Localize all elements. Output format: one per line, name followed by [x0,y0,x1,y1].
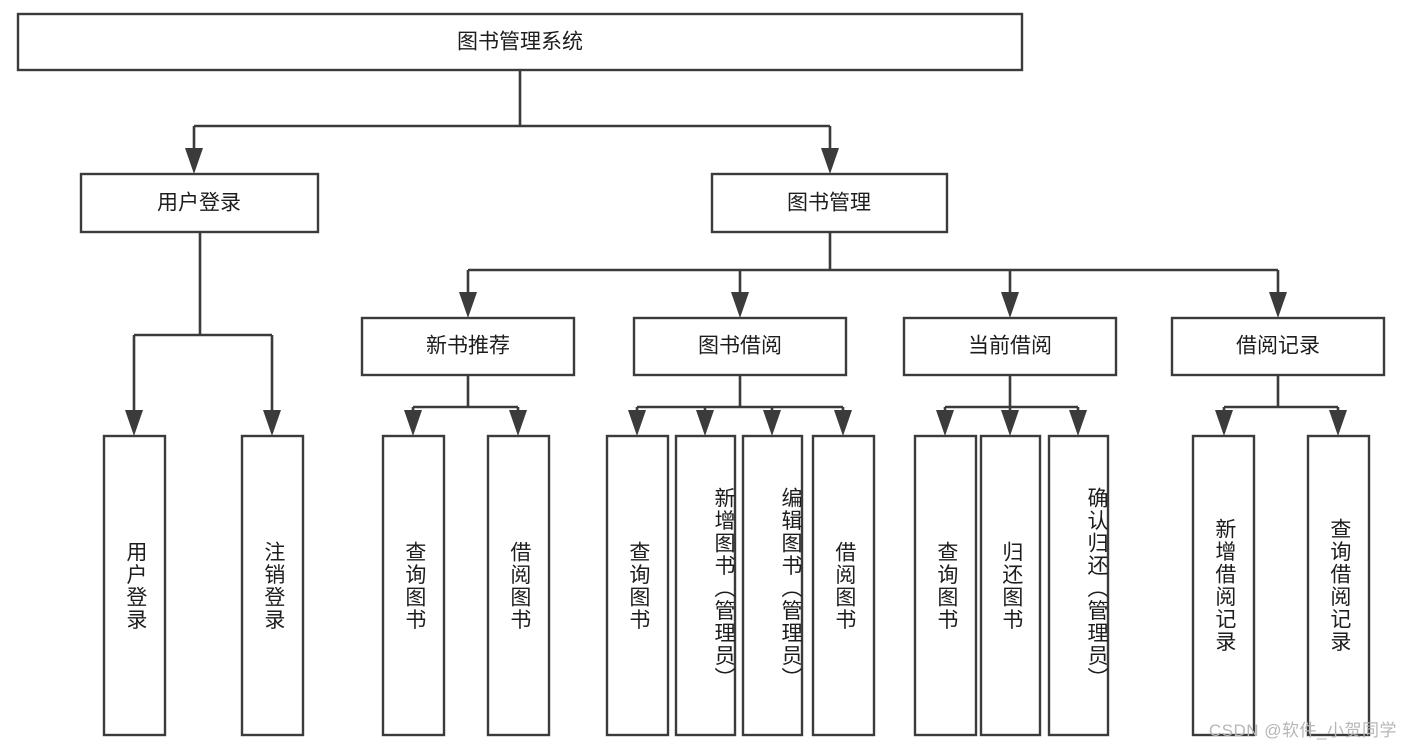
node-box-leaf-add-book[interactable] [674,434,737,737]
node-box-leaf-return-book[interactable] [979,434,1042,737]
horizontal-labels-layer: 图书管理系统 用户登录 图书管理 新书推荐 图书借阅 当前借阅 借阅记录 [157,31,1320,358]
arrow-to-leaf-borrow-book-2 [834,410,852,436]
arrow-to-leaf-add-book [696,410,714,436]
node-label-book-borrow: 图书借阅 [698,335,782,358]
arrow-to-new-book-rec [459,292,477,318]
arrow-to-leaf-query-book-2 [628,410,646,436]
node-label-book-admin: 图书管理 [787,192,871,215]
node-box-user-login[interactable] [79,172,320,234]
nodes-layer [16,12,1386,737]
arrow-to-leaf-return-book [1001,410,1019,436]
node-box-book-admin[interactable] [710,172,949,234]
arrow-to-current-borrow [1001,292,1019,318]
node-box-leaf-user-logout[interactable] [240,434,305,737]
node-box-borrow-record[interactable] [1170,316,1386,377]
arrow-to-leaf-borrow-book-1 [509,410,527,436]
node-label-current-borrow: 当前借阅 [968,335,1052,358]
arrow-to-leaf-user-login [125,410,143,436]
arrow-to-book-admin [821,148,839,174]
node-box-leaf-query-book-1[interactable] [381,434,446,737]
node-box-leaf-add-record[interactable] [1191,434,1256,737]
node-label-new-book-rec: 新书推荐 [426,335,510,358]
arrow-to-leaf-edit-book [763,410,781,436]
arrow-to-leaf-user-logout [263,410,281,436]
arrow-to-user-login [185,148,203,174]
arrow-to-borrow-record [1269,292,1287,318]
node-box-current-borrow[interactable] [902,316,1118,377]
node-box-book-borrow[interactable] [632,316,848,377]
node-box-leaf-borrow-book-1[interactable] [486,434,551,737]
node-box-leaf-edit-book[interactable] [741,434,804,737]
arrow-to-leaf-confirm-return [1069,410,1087,436]
node-box-leaf-user-login[interactable] [102,434,167,737]
node-box-leaf-confirm-return[interactable] [1047,434,1110,737]
arrow-to-leaf-query-book-1 [404,410,422,436]
arrow-to-leaf-query-book-3 [936,410,954,436]
node-label-borrow-record: 借阅记录 [1236,335,1320,358]
arrow-to-leaf-add-record [1215,410,1233,436]
watermark-text: CSDN @软件_小贺同学 [1208,721,1397,740]
node-box-leaf-query-book-3[interactable] [913,434,978,737]
node-box-root[interactable] [16,12,1024,72]
node-label-root: 图书管理系统 [457,31,583,54]
node-box-new-book-rec[interactable] [360,316,576,377]
arrow-to-leaf-query-record [1329,410,1347,436]
arrow-to-book-borrow [731,292,749,318]
node-box-leaf-query-record[interactable] [1306,434,1371,737]
node-label-user-login: 用户登录 [157,192,241,215]
node-box-leaf-borrow-book-2[interactable] [811,434,876,737]
node-box-leaf-query-book-2[interactable] [605,434,670,737]
connectors-layer [125,70,1347,436]
